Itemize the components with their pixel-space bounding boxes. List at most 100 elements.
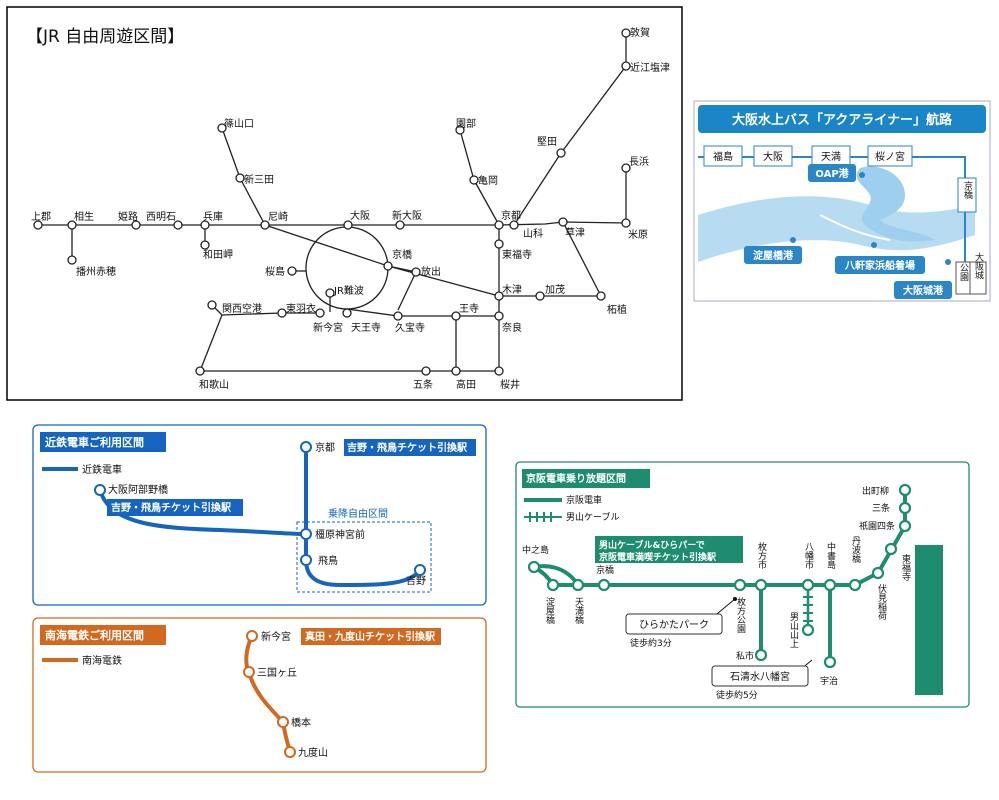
label-sakurai: 桜井 [500,378,520,391]
kintetsu-legend-label: 近鉄電車 [82,463,122,476]
port-oap[interactable]: OAP港 [815,167,849,180]
station-shinosaka[interactable] [395,220,405,230]
keihan-label-higashifukuji: 東福寺 [900,553,911,581]
station-tsuge[interactable] [596,291,606,301]
keihan-station-yawatashi[interactable] [801,578,815,592]
station-yamashina[interactable] [509,220,519,230]
keihan-station-higashifukuji[interactable] [884,542,898,556]
station-tennoji[interactable] [342,308,352,318]
station-shinsanda[interactable] [235,173,245,183]
station-nishiakashi[interactable] [173,220,183,230]
station-kizu[interactable] [494,291,504,301]
keihan-label-kisaichi: 私市 [736,650,754,662]
station-hanaten[interactable] [411,267,421,277]
nankai-station-hashimoto[interactable] [277,716,289,728]
keihan-station-hirakatakoen[interactable] [733,578,747,592]
keihan-iwashimizu[interactable]: 石清水八幡宮 [730,670,790,683]
keihan-legend-main: 京阪電車 [566,494,602,506]
station-kamigori[interactable] [33,220,43,230]
station-kansaikuko[interactable] [207,300,217,310]
port-yodoyabashi-dot[interactable] [790,237,796,243]
station-oji[interactable] [451,311,461,321]
station-himeji[interactable] [131,220,141,230]
keihan-ticket-1-bg [595,536,743,563]
kintetsu-station-osakaabeno[interactable] [94,484,106,496]
kintetsu-ticket-2: 吉野・飛鳥チケット引換駅 [347,441,468,454]
station-kamo[interactable] [535,291,545,301]
keihan-label-fushimiinari: 伏見稲荷 [876,583,887,621]
kintetsu-station-kyoto[interactable] [300,441,312,453]
nankai-station-shinimamiya[interactable] [246,630,258,642]
keihan-station-nakanoshima[interactable] [527,560,541,574]
station-kameoka[interactable] [469,175,479,185]
station-tsuruga[interactable] [621,28,631,38]
keihan-station-fushimiinari[interactable] [871,566,885,580]
label-nara: 奈良 [502,321,522,334]
station-amagasaki[interactable] [260,220,270,230]
label-nishiakashi: 西明石 [146,211,176,223]
station-kusatsu[interactable] [558,217,568,227]
nankai-station-mikunigaoka[interactable] [243,666,255,678]
keihan-station-gionshijo[interactable] [898,519,912,533]
keihan-station-hirakatashi[interactable] [754,578,768,592]
station-banshuako[interactable] [67,255,77,265]
port-osakajo[interactable]: 大阪城港 [903,284,944,297]
station-sasayamaguchi[interactable] [217,123,227,133]
station-higashihagoromo[interactable] [277,308,287,318]
port-osakajo-dot[interactable] [945,259,951,265]
station-kyoto[interactable] [494,220,504,230]
station-omishiotsu[interactable] [621,61,631,71]
bridge-osaka: 大阪 [763,150,783,163]
kintetsu-station-yoshino[interactable] [414,564,426,576]
station-sakurai[interactable] [494,366,504,376]
bridge-sakuranomiya: 桜ノ宮 [875,150,905,163]
keihan-station-temmabashi[interactable] [571,578,585,592]
keihan-station-kisaichi[interactable] [754,648,768,662]
station-aioi[interactable] [67,220,77,230]
station-higashifukuji[interactable] [494,239,504,249]
station-maibara[interactable] [621,218,631,228]
station-gojo[interactable] [421,366,431,376]
station-nara[interactable] [494,311,504,321]
station-wadamisaki[interactable] [200,240,210,250]
keihan-station-demachiyanagi[interactable] [898,483,912,497]
keihan-walk2: 徒歩約5分 [716,689,758,701]
keihan-station-uji[interactable] [823,655,837,669]
station-sakurajima[interactable] [287,266,297,276]
keihan-station-yodoyabashi[interactable] [546,578,560,592]
kintetsu-ticket-1-bg [107,499,243,516]
keihan-station-sanjo[interactable] [898,501,912,515]
port-hachikenya-dot[interactable] [871,242,877,248]
station-nagahama[interactable] [621,163,631,173]
port-hachikenya[interactable]: 八軒家浜船着場 [844,259,915,272]
station-katata[interactable] [556,148,566,158]
station-kyuhoji[interactable] [393,311,403,321]
kintetsu-station-kashihara[interactable] [300,528,312,540]
label-banshuako: 播州赤穂 [76,265,116,278]
keihan-hirakata-park[interactable]: ひらかたパーク [639,619,709,631]
kintetsu-title: 近鉄電車ご利用区間 [45,435,144,449]
station-wakayama[interactable] [195,366,205,376]
keihan-station-tambabashi[interactable] [848,578,862,592]
keihan-label-gionshijo: 祇園四条 [859,520,895,532]
kintetsu-stations [94,441,426,576]
station-jrnamba[interactable] [325,288,335,298]
nankai-station-kudoyama[interactable] [284,746,296,758]
keihan-station-chushojima[interactable] [823,578,837,592]
station-osaka[interactable] [343,220,353,230]
port-oap-dot[interactable] [859,172,865,178]
station-shinimamiya[interactable] [315,308,325,318]
station-takada[interactable] [451,366,461,376]
station-sonobe[interactable] [455,125,465,135]
kintetsu-title-bg [40,432,166,452]
nankai-title-bg [40,625,166,645]
keihan-station-kyobashi[interactable] [597,578,611,592]
label-higashifukuji: 東福寺 [502,248,532,261]
port-yodoyabashi[interactable]: 淀屋橋港 [753,249,794,262]
kintetsu-station-asuka[interactable] [300,554,312,566]
station-hyogo[interactable] [200,220,210,230]
label-kansaikuko: 関西空港 [222,302,262,315]
keihan-station-otokoyamasanjo[interactable] [801,623,815,637]
station-kyobashi[interactable] [383,261,393,271]
